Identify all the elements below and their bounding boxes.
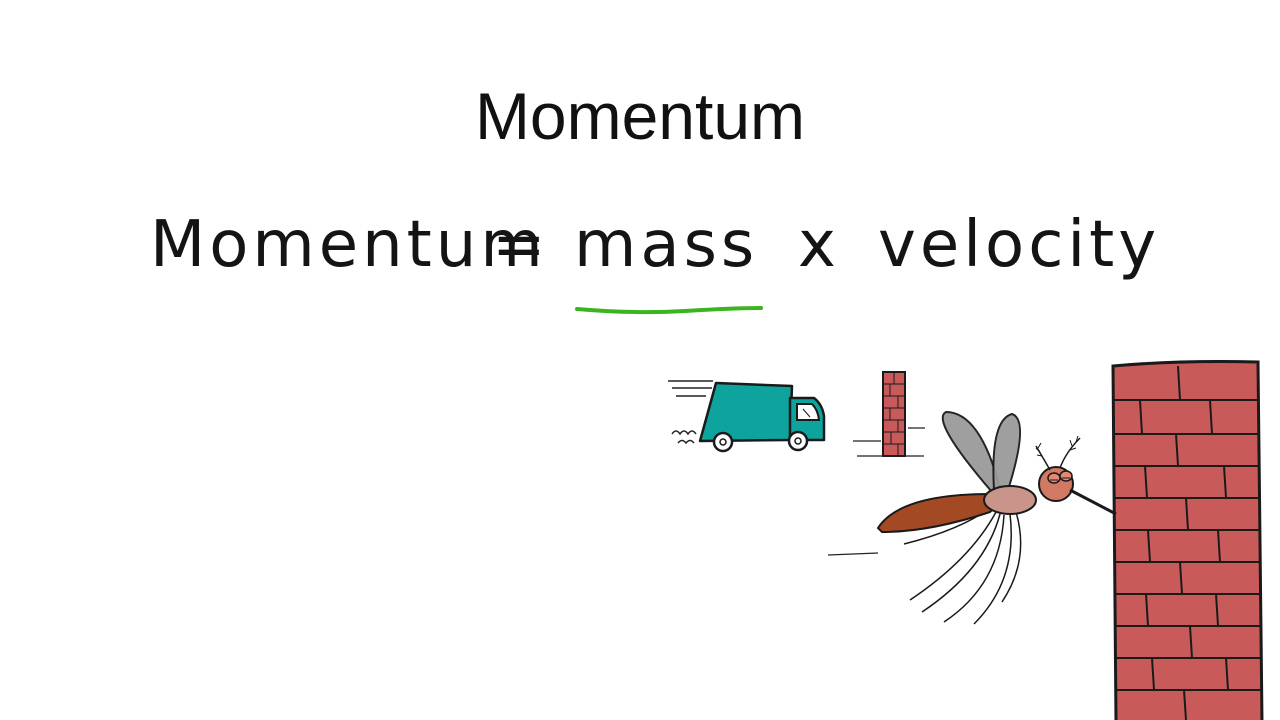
mosquito-icon <box>827 410 1117 625</box>
small-brick-wall-icon <box>853 371 925 457</box>
delivery-truck-icon <box>668 380 826 453</box>
equation-times-sign: x <box>798 208 840 282</box>
slide-title: Momentum <box>474 79 806 153</box>
mass-underline <box>575 306 763 315</box>
equation-velocity-term: velocity <box>878 208 1161 282</box>
large-brick-wall-icon <box>1111 360 1264 720</box>
equation-momentum-term: Momentum <box>150 208 547 282</box>
equation-mass-term: mass <box>574 208 759 282</box>
equation-equals-sign: = <box>492 208 550 282</box>
